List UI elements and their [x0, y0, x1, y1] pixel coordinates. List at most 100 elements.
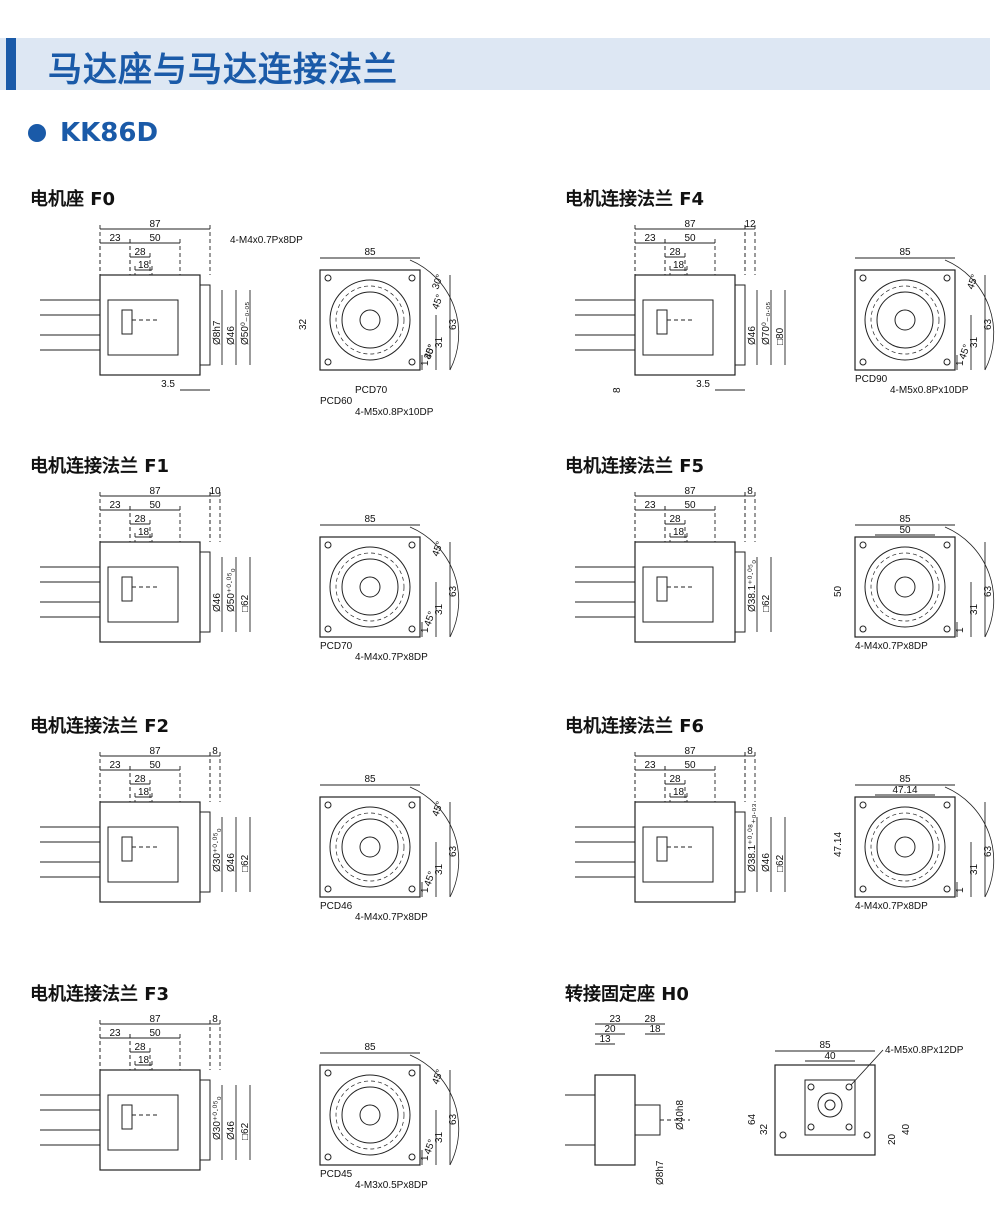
mount-hole-icon [779, 1131, 787, 1139]
dimension-label: 40 [901, 1123, 912, 1135]
dimension-label: 85 [899, 247, 911, 258]
dimension-label: 87 [149, 1014, 161, 1025]
dimension-label: 63 [983, 318, 994, 330]
dimension-label: 28 [669, 774, 681, 785]
dimension-label: 87 [684, 746, 696, 757]
callout-label: 4-M4x0.7Px8DP [355, 652, 428, 663]
dimension-label: 8 [212, 1014, 218, 1025]
mount-hole-icon [324, 625, 332, 633]
dimension-label: 23 [609, 1014, 621, 1025]
angle-label: 45° [965, 273, 981, 291]
dimension-label: 28 [134, 514, 146, 525]
callout-label: PCD45 [320, 1169, 353, 1180]
dimension-label: 32 [298, 318, 309, 330]
callout-label: 4-M3x0.5Px8DP [355, 1180, 428, 1191]
dimension-label: 50 [149, 500, 161, 511]
mount-hole-icon [324, 1153, 332, 1161]
dimension-label: Ø46 [212, 593, 223, 612]
dimension-label: 31 [969, 603, 980, 615]
dimension-label: 63 [448, 845, 459, 857]
dimension-label: 23 [644, 233, 656, 244]
dimension-label: 1 [955, 627, 966, 633]
mount-hole-icon [943, 358, 951, 366]
angle-label: 45° [422, 1138, 438, 1156]
mount-hole-icon [324, 885, 332, 893]
angle-label: 30° [430, 273, 446, 291]
dimension-label: 1 [955, 887, 966, 893]
dimension-label: 31 [434, 336, 445, 348]
dimension-label: 50 [684, 233, 696, 244]
angle-label: 45° [430, 540, 446, 558]
mount-hole-icon [943, 801, 951, 809]
dimension-label: Ø46 [226, 1121, 237, 1140]
dimension-label: 63 [448, 1113, 459, 1125]
dimension-label: 1 [420, 1155, 431, 1161]
callout-label: 4-M4x0.7Px8DP [855, 901, 928, 912]
section-banner: 马达座与马达连接法兰 [0, 38, 990, 90]
mount-hole-icon [807, 1083, 815, 1091]
dimension-label: 23 [109, 1028, 121, 1039]
dimension-label: Ø46 [226, 853, 237, 872]
dimension-label: 12 [744, 219, 756, 230]
panel-title: 电机座 F0 [30, 189, 116, 210]
dimension-label: 13 [599, 1034, 611, 1045]
dimension-label: 64 [747, 1113, 758, 1125]
dimension-label: 85 [364, 514, 376, 525]
dimension-label: 28 [134, 774, 146, 785]
dimension-label: □62 [761, 594, 772, 612]
mount-hole-icon [324, 801, 332, 809]
model-heading: KK86D [28, 118, 158, 148]
dimension-label: 31 [434, 1131, 445, 1143]
dimension-label: 63 [448, 318, 459, 330]
dimension-label: 18 [673, 527, 685, 538]
dimension-label: □80 [775, 327, 786, 345]
dimension-label: Ø38.1⁺⁰·⁰⁵₀ [747, 560, 758, 612]
dimension-label: 8 [747, 746, 753, 757]
dimension-label: 8 [612, 387, 623, 393]
dimension-label: □62 [775, 854, 786, 872]
dimension-label: 1 [420, 360, 431, 366]
dimension-label: Ø46 [761, 853, 772, 872]
mount-hole-icon [408, 1069, 416, 1077]
angle-label: 45° [430, 800, 446, 818]
dimension-label: 23 [644, 760, 656, 771]
callout-label: PCD90 [855, 374, 888, 385]
dimension-label: 47.14 [892, 785, 917, 796]
dimension-label: 63 [983, 845, 994, 857]
dimension-label: 10 [209, 486, 221, 497]
dimension-label: Ø30⁺⁰·⁰⁵₀ [212, 1096, 223, 1140]
mount-hole-icon [859, 274, 867, 282]
dimension-label: 87 [149, 219, 161, 230]
callout-label: 4-M5x0.8Px12DP [885, 1045, 964, 1056]
dimension-label: 23 [109, 500, 121, 511]
dimension-label: Ø38.1⁺⁰·⁰⁸₊₀.₀₃ [747, 803, 758, 872]
dimension-label: 50 [684, 500, 696, 511]
mount-hole-icon [943, 885, 951, 893]
dimension-label: 23 [109, 760, 121, 771]
dimension-label: 1 [420, 887, 431, 893]
panel-title: 转接固定座 H0 [565, 984, 689, 1005]
mount-hole-icon [408, 625, 416, 633]
dimension-label: 31 [434, 603, 445, 615]
dimension-label: Ø50⁰₋₀.₀₅ [240, 302, 251, 345]
dimension-label: 20 [887, 1133, 898, 1145]
mount-hole-icon [943, 541, 951, 549]
mount-hole-icon [859, 541, 867, 549]
mount-hole-icon [408, 801, 416, 809]
dimension-label: Ø40h8 [675, 1100, 686, 1130]
mount-hole-icon [863, 1131, 871, 1139]
dimension-label: 8 [212, 746, 218, 757]
mount-hole-icon [324, 358, 332, 366]
mount-hole-icon [408, 274, 416, 282]
callout-label: PCD46 [320, 901, 353, 912]
dimension-label: □62 [240, 1122, 251, 1140]
callout-label: 4-M5x0.8Px10DP [890, 385, 969, 396]
